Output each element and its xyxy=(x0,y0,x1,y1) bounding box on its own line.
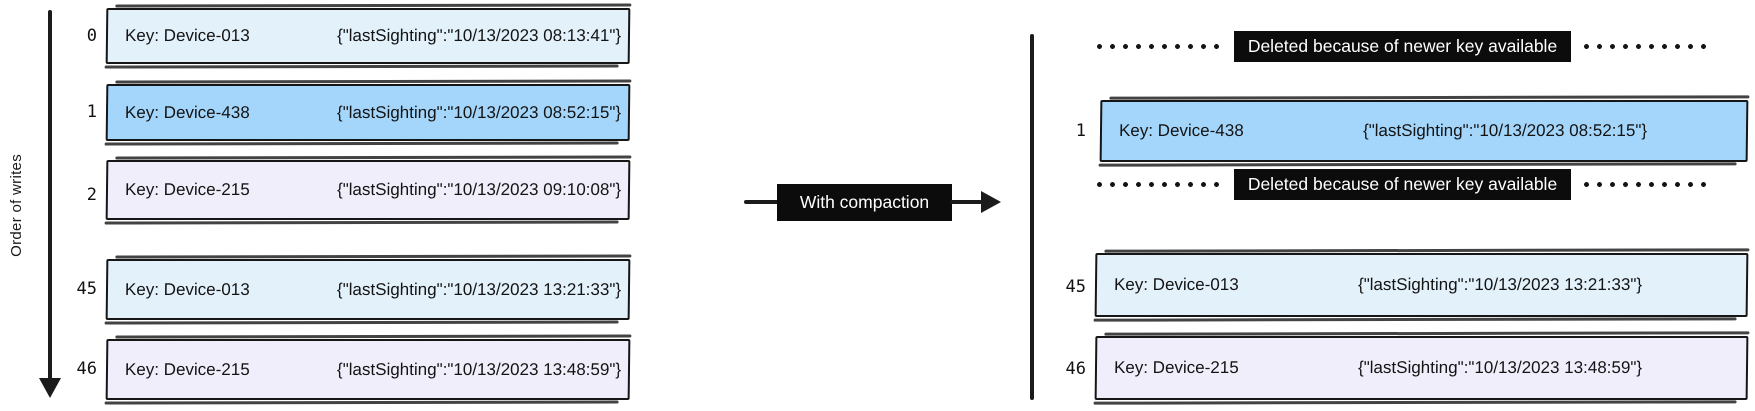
order-of-writes-text: Order of writes xyxy=(8,154,25,257)
right-row-index-45: 45 xyxy=(1065,277,1086,297)
with-compaction-label: With compaction xyxy=(777,184,952,221)
record-key: Key: Device-013 xyxy=(124,26,250,45)
dotted-line xyxy=(1580,181,1712,188)
record-key: Key: Device-215 xyxy=(124,359,250,379)
log-record: Key: Device-215 {"lastSighting":"10/13/2… xyxy=(1094,336,1749,400)
deleted-entry: Deleted because of newer key available xyxy=(1093,169,1712,200)
deleted-badge: Deleted because of newer key available xyxy=(1233,169,1572,200)
dotted-line xyxy=(1580,43,1712,50)
right-row-index-1: 1 xyxy=(1075,121,1086,141)
left-row-index-46: 46 xyxy=(76,359,97,379)
order-of-writes-label: Order of writes xyxy=(8,0,25,411)
record-value: {"lastSighting":"10/13/2023 13:21:33"} xyxy=(1357,275,1643,294)
record-value: {"lastSighting":"10/13/2023 08:52:15"} xyxy=(336,102,622,122)
left-row-index-2: 2 xyxy=(86,185,97,205)
log-record: Key: Device-438 {"lastSighting":"10/13/2… xyxy=(1099,100,1749,162)
record-value: {"lastSighting":"10/13/2023 13:48:59"} xyxy=(336,359,622,379)
deleted-badge: Deleted because of newer key available xyxy=(1233,31,1572,62)
dotted-line xyxy=(1093,181,1225,188)
record-value: {"lastSighting":"10/13/2023 13:48:59"} xyxy=(1357,358,1643,377)
compaction-arrow-line xyxy=(744,200,779,204)
record-key: Key: Device-215 xyxy=(124,180,250,199)
record-value: {"lastSighting":"10/13/2023 08:13:41"} xyxy=(336,26,622,45)
log-record: Key: Device-013 {"lastSighting":"10/13/2… xyxy=(105,259,631,320)
with-compaction-text: With compaction xyxy=(799,192,930,212)
log-record: Key: Device-215 {"lastSighting":"10/13/2… xyxy=(105,160,631,220)
right-row-index-46: 46 xyxy=(1065,359,1086,379)
log-record: Key: Device-215 {"lastSighting":"10/13/2… xyxy=(105,339,631,400)
record-key: Key: Device-013 xyxy=(1113,275,1239,294)
deleted-entry: Deleted because of newer key available xyxy=(1093,31,1712,62)
log-record: Key: Device-013 {"lastSighting":"10/13/2… xyxy=(105,8,631,64)
deleted-badge-text: Deleted because of newer key available xyxy=(1247,36,1558,56)
log-record: Key: Device-013 {"lastSighting":"10/13/2… xyxy=(1094,253,1749,317)
left-row-index-45: 45 xyxy=(76,279,97,299)
left-row-index-1: 1 xyxy=(86,102,97,122)
left-row-index-0: 0 xyxy=(86,26,97,46)
order-of-writes-axis-line xyxy=(48,10,52,380)
dotted-line xyxy=(1093,43,1225,50)
record-key: Key: Device-215 xyxy=(1113,358,1239,377)
compaction-arrow-line xyxy=(950,200,982,204)
log-record: Key: Device-438 {"lastSighting":"10/13/2… xyxy=(105,84,631,141)
record-value: {"lastSighting":"10/13/2023 09:10:08"} xyxy=(336,180,622,199)
down-arrow-icon xyxy=(39,378,61,398)
record-key: Key: Device-013 xyxy=(124,279,250,299)
record-value: {"lastSighting":"10/13/2023 08:52:15"} xyxy=(1362,121,1648,140)
record-value: {"lastSighting":"10/13/2023 13:21:33"} xyxy=(336,279,622,299)
record-key: Key: Device-438 xyxy=(1118,121,1244,140)
record-key: Key: Device-438 xyxy=(124,102,250,122)
right-arrow-icon xyxy=(981,191,1001,213)
deleted-badge-text: Deleted because of newer key available xyxy=(1247,174,1558,194)
compacted-log-axis-line xyxy=(1030,34,1034,400)
